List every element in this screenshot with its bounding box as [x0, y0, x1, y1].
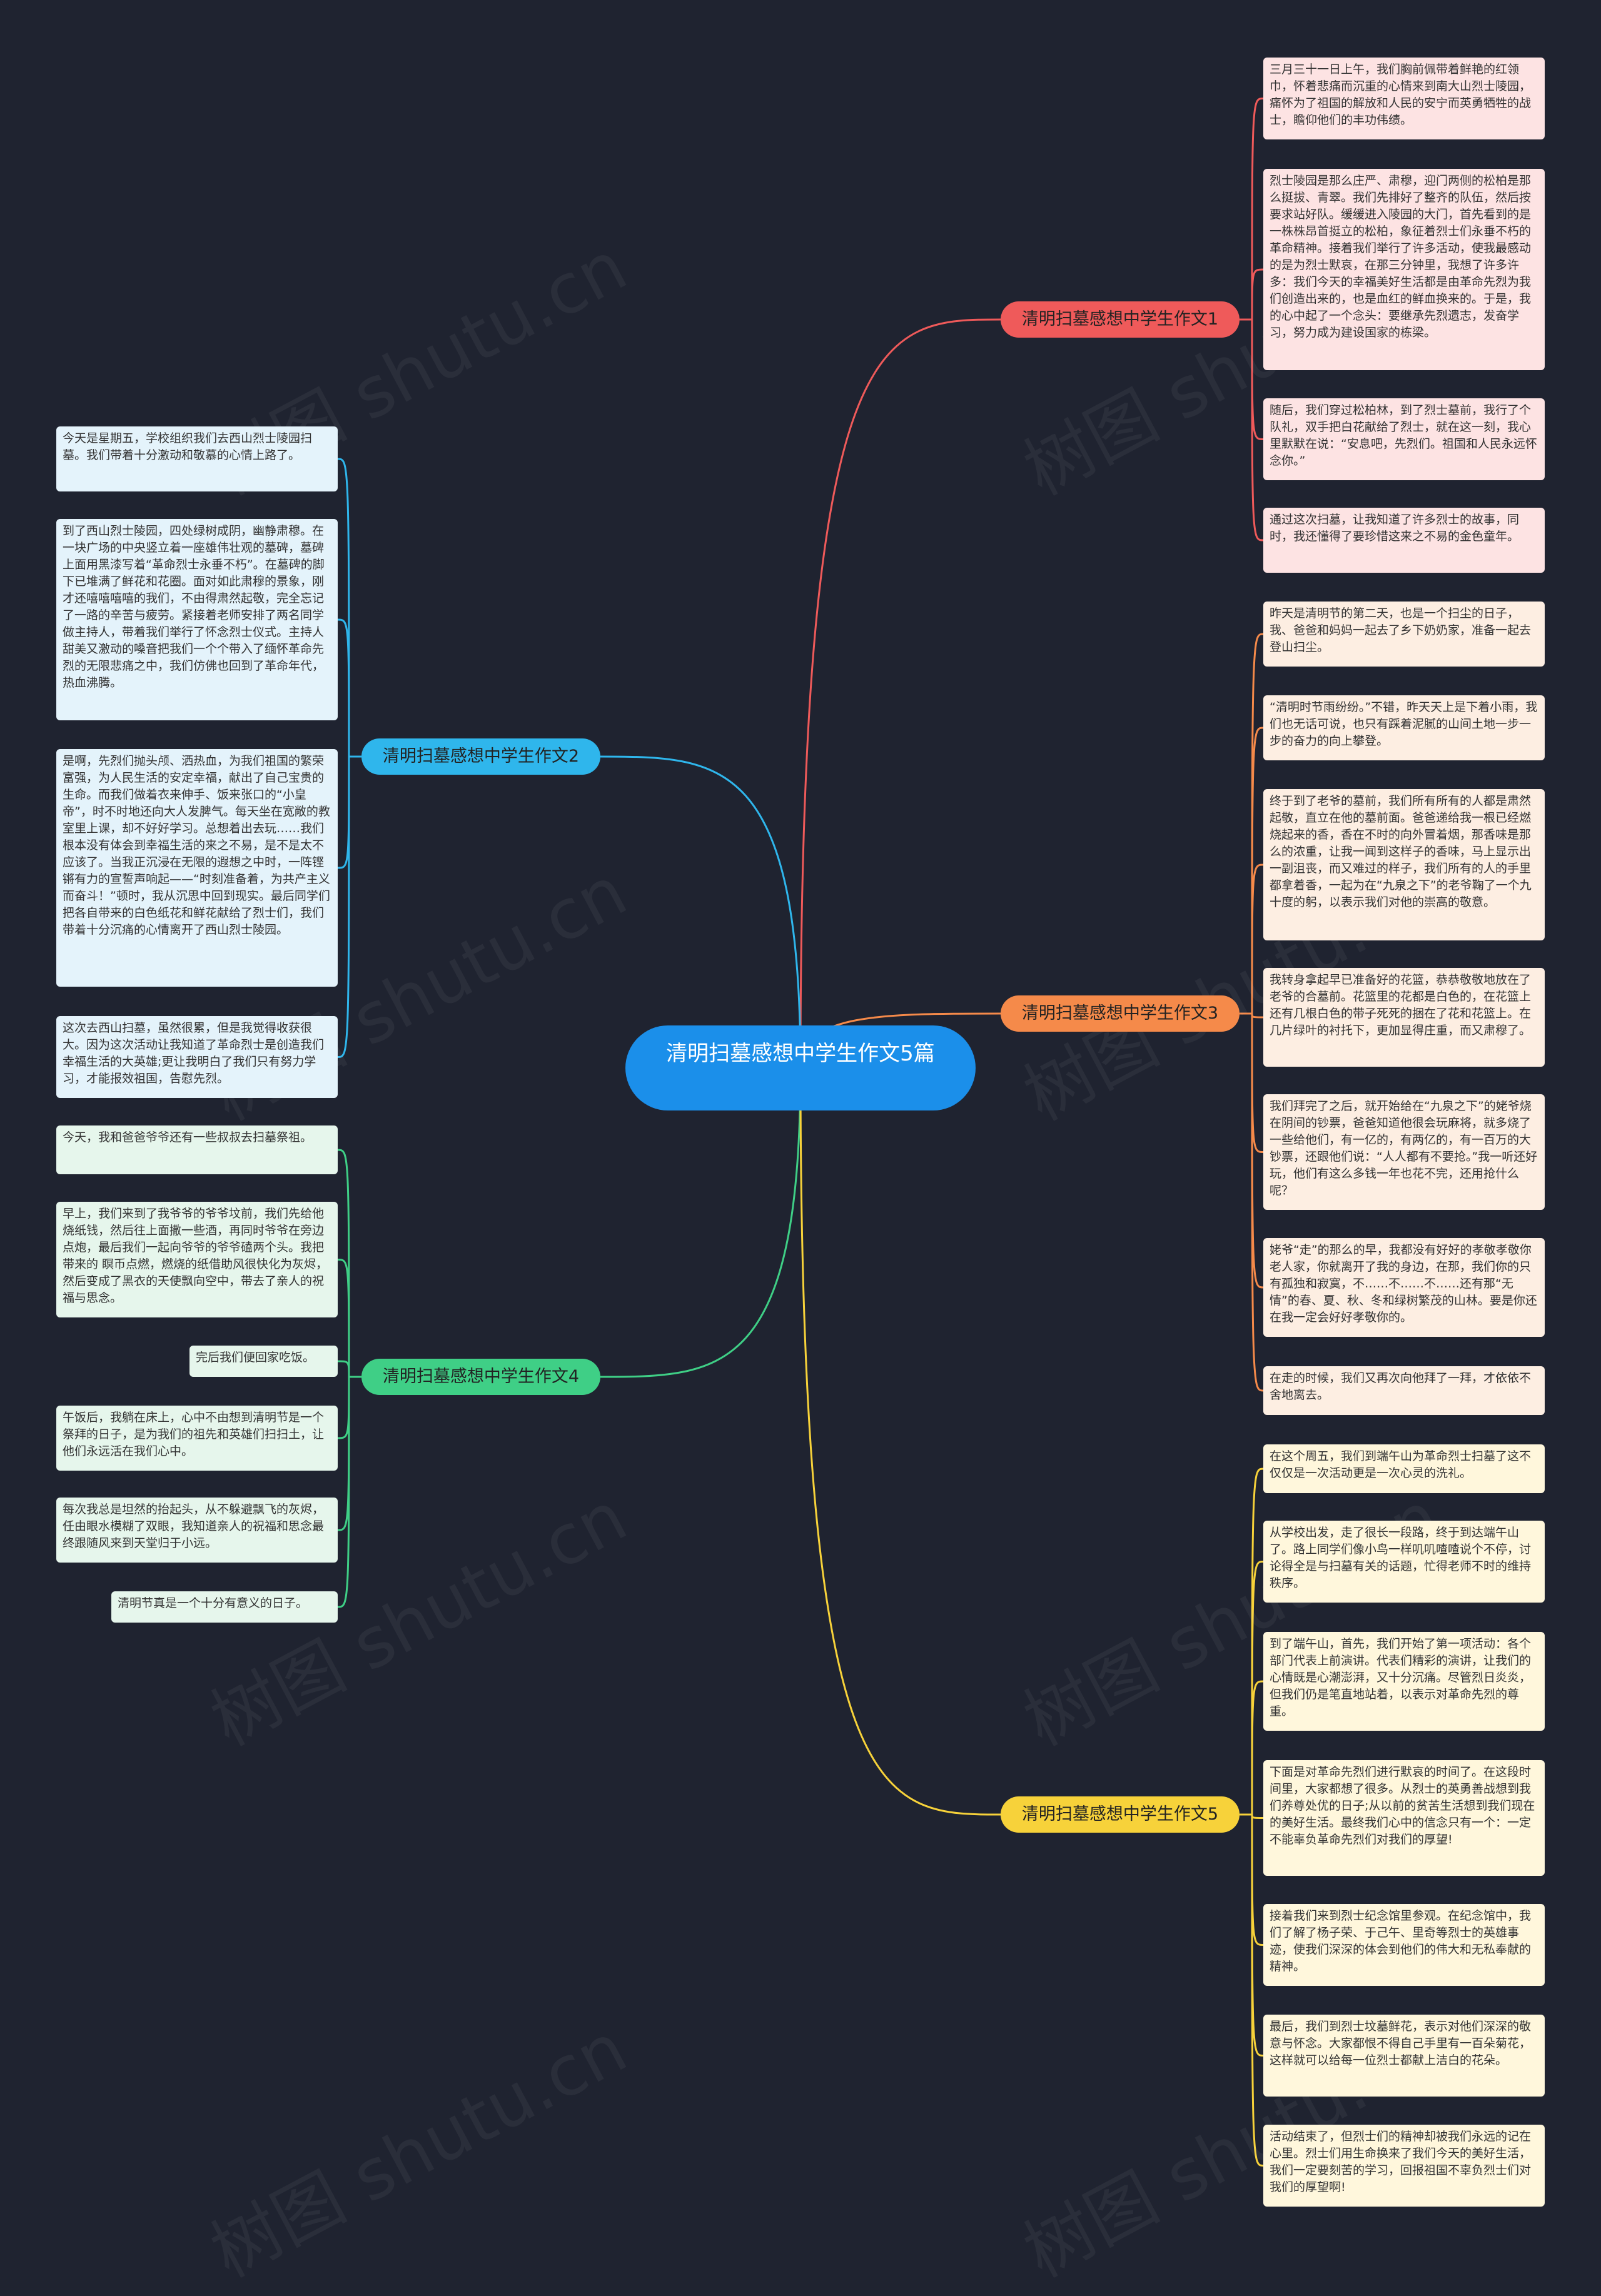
essay-3-paragraph-4: 我转身拿起早已准备好的花篮，恭恭敬敬地放在了老爷的合墓前。花篮里的花都是白色的，…	[1263, 968, 1545, 1067]
essay-5-paragraph-4: 下面是对革命先烈们进行默哀的时间了。在这段时间里，大家都想了很多。从烈士的英勇善…	[1263, 1760, 1545, 1876]
essay-3-paragraph-3: 终于到了老爷的墓前，我们所有所有的人都是肃然起敬，直立在他的墓前面。爸爸递给我一…	[1263, 789, 1545, 940]
essay-3-paragraph-5: 我们拜完了之后，就开始给在“九泉之下”的姥爷烧在阴间的钞票，爸爸知道他很会玩麻将…	[1263, 1094, 1545, 1210]
branch-connector	[600, 1067, 802, 1378]
essay-5-paragraph-5: 接着我们来到烈士纪念馆里参观。在纪念馆中，我们了解了杨子荣、于己午、里奇等烈士的…	[1263, 1904, 1545, 1986]
essay-4-paragraph-3: 完后我们便回家吃饭。	[189, 1346, 338, 1377]
essay-2-paragraph-3: 是啊，先烈们抛头颅、洒热血，为我们祖国的繁荣富强，为人民生活的安定幸福，献出了自…	[56, 749, 338, 987]
essay-5-paragraph-7: 活动结束了，但烈士们的精神却被我们永远的记在心里。烈士们用生命换来了我们今天的美…	[1263, 2125, 1545, 2207]
essay-1-paragraph-1: 三月三十一日上午，我们胸前佩带着鲜艳的红领巾，怀着悲痛而沉重的心情来到南大山烈士…	[1263, 58, 1545, 139]
essay-4-paragraph-1: 今天，我和爸爸爷爷还有一些叔叔去扫墓祭祖。	[56, 1125, 338, 1174]
branch-essay-1[interactable]: 清明扫墓感想中学生作文1	[1001, 301, 1240, 338]
leaf-connector	[1240, 268, 1264, 321]
branch-essay-4[interactable]: 清明扫墓感想中学生作文4	[361, 1359, 600, 1395]
branch-essay-2[interactable]: 清明扫墓感想中学生作文2	[361, 738, 600, 775]
essay-3-paragraph-6: 姥爷“走”的那么的早，我都没有好好的孝敬孝敬你老人家，你就离开了我的身边，在那，…	[1263, 1238, 1545, 1337]
essay-3-paragraph-7: 在走的时候，我们又再次向他拜了一拜，才依依不舍地离去。	[1263, 1366, 1545, 1415]
essay-3-paragraph-1: 昨天是清明节的第二天，也是一个扫尘的日子，我、爸爸和妈妈一起去了乡下奶奶家，准备…	[1263, 602, 1545, 667]
leaf-connector	[1240, 1680, 1264, 1816]
leaf-connector	[1240, 318, 1264, 541]
leaf-connector	[337, 1259, 361, 1378]
branch-essay-3[interactable]: 清明扫墓感想中学生作文3	[1001, 995, 1240, 1032]
branch-connector	[799, 318, 1001, 1069]
essay-3-paragraph-2: “清明时节雨纷纷。”不错，昨天天上是下着小雨，我们也无话可说，也只有踩着泥腻的山…	[1263, 695, 1545, 760]
leaf-connector	[337, 1376, 361, 1608]
essay-1-paragraph-4: 通过这次扫墓，让我知道了许多烈士的故事，同时，我还懂得了要珍惜这来之不易的金色童…	[1263, 508, 1545, 573]
essay-5-paragraph-6: 最后，我们到烈士坟墓鲜花，表示对他们深深的敬意与怀念。大家都恨不得自己手里有一百…	[1263, 2015, 1545, 2097]
essay-5-paragraph-2: 从学校出发，走了很长一段路，终于到达端午山了。路上同学们像小鸟一样叽叽喳喳说个不…	[1263, 1521, 1545, 1603]
essay-1-paragraph-3: 随后，我们穿过松柏林，到了烈士墓前，我行了个队礼，双手把白花献给了烈士，就在这一…	[1263, 398, 1545, 480]
essay-4-paragraph-5: 每次我总是坦然的抬起头，从不躲避飘飞的灰烬，任由眼水模糊了双眼，我知道亲人的祝福…	[56, 1498, 338, 1563]
essay-4-paragraph-4: 午饭后，我躺在床上，心中不由想到清明节是一个祭拜的日子，是为我们的祖先和英雄们扫…	[56, 1406, 338, 1471]
essay-5-paragraph-3: 到了端午山，首先，我们开始了第一项活动：各个部门代表上前演讲。代表们精彩的演讲，…	[1263, 1632, 1545, 1731]
essay-4-paragraph-2: 早上，我们来到了我爷爷的爷爷坟前，我们先给他烧纸钱，然后往上面撒一些酒，再同时爷…	[56, 1202, 338, 1317]
essay-2-paragraph-1: 今天是星期五，学校组织我们去西山烈士陵园扫墓。我们带着十分激动和敬慕的心情上路了…	[56, 426, 338, 491]
branch-connector	[600, 755, 802, 1069]
leaf-connector	[1240, 98, 1264, 321]
essay-4-paragraph-6: 清明节真是一个十分有意义的日子。	[111, 1591, 338, 1623]
branch-essay-5[interactable]: 清明扫墓感想中学生作文5	[1001, 1796, 1240, 1833]
branch-connector	[799, 1067, 1001, 1816]
leaf-connector	[1240, 864, 1264, 1015]
leaf-connector	[337, 618, 361, 758]
leaf-connector	[1240, 1012, 1264, 1392]
essay-2-paragraph-2: 到了西山烈士陵园，四处绿树成阴，幽静肃穆。在一块广场的中央竖立着一座雄伟壮观的墓…	[56, 519, 338, 720]
leaf-connector	[337, 755, 361, 1058]
essay-1-paragraph-2: 烈士陵园是那么庄严、肃穆，迎门两侧的松柏是那么挺拔、青翠。我们先排好了整齐的队伍…	[1263, 169, 1545, 370]
essay-2-paragraph-4: 这次去西山扫墓，虽然很累，但是我觉得收获很大。因为这次活动让我知道了革命烈士是创…	[56, 1016, 338, 1098]
leaf-connector	[1240, 1813, 1264, 2167]
essay-5-paragraph-1: 在这个周五，我们到端午山为革命烈士扫墓了这不仅仅是一次活动更是一次心灵的洗礼。	[1263, 1444, 1545, 1493]
root-topic[interactable]: 清明扫墓感想中学生作文5篇	[625, 1025, 976, 1110]
